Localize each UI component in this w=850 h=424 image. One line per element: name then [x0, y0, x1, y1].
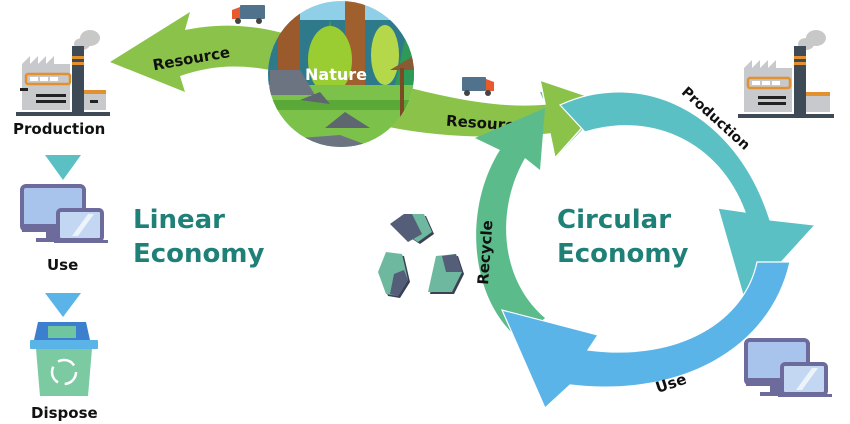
truck-icon	[462, 77, 494, 96]
linear-title-line2: Economy	[133, 239, 264, 269]
circular-title-line2: Economy	[557, 239, 688, 269]
linear-title-line1: Linear	[133, 205, 225, 235]
circular-title-line1: Circular	[557, 205, 671, 235]
linear-use-label: Use	[47, 256, 78, 274]
truck-icon	[232, 5, 265, 24]
factory-icon	[738, 30, 834, 118]
nature-label: Nature	[305, 65, 367, 84]
factory-icon	[16, 30, 110, 116]
nature-circle: Nature	[268, 1, 414, 147]
chevron-down-icon	[45, 155, 81, 180]
computer-icon	[20, 184, 108, 243]
use-arrow: Use	[500, 261, 791, 410]
linear-dispose-label: Dispose	[31, 404, 98, 422]
computer-icon	[744, 338, 832, 397]
recycle-arrow: Recycle	[474, 108, 545, 340]
chevron-down-icon	[45, 293, 81, 317]
linear-production-label: Production	[13, 120, 105, 138]
recycle-icon	[378, 214, 464, 298]
recycle-label: Recycle	[474, 220, 496, 286]
trash-bin-icon	[30, 322, 98, 396]
forest-scene-icon	[268, 1, 414, 147]
